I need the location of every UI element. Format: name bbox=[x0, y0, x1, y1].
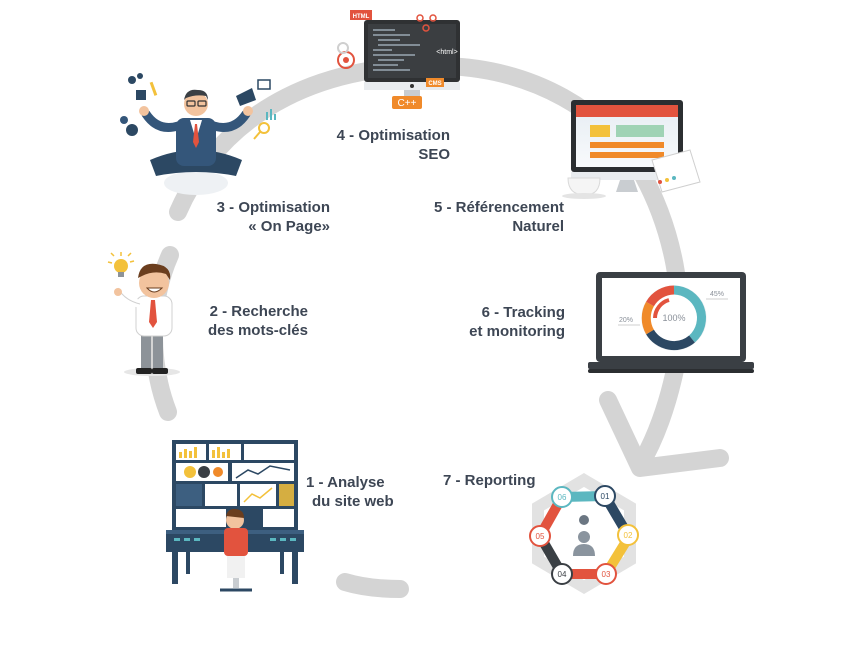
step-4-line2: SEO bbox=[418, 146, 450, 163]
step-2-label: 2 - Recherche des mots-clés bbox=[186, 302, 308, 340]
cycle-node-03-label: 03 bbox=[602, 570, 611, 579]
step-4-line1: 4 - Optimisation bbox=[336, 127, 450, 144]
donut-left-value: 20% bbox=[619, 317, 633, 324]
step-6-line1: 6 - Tracking bbox=[481, 304, 565, 321]
step-3-line1: 3 - Optimisation bbox=[216, 199, 330, 216]
cycle-node-02 bbox=[617, 524, 639, 546]
cycle-node-05-label: 05 bbox=[536, 532, 545, 541]
step-5-line1: 5 - Référencement bbox=[433, 199, 564, 216]
desktop-website-illustration bbox=[562, 100, 701, 199]
tracking-donut-chart bbox=[641, 285, 707, 351]
step-3-label: 3 - Optimisation « On Page» bbox=[196, 198, 330, 236]
cms-tag: CMS bbox=[428, 81, 441, 87]
meditating-businessman-illustration bbox=[120, 73, 276, 195]
cpp-tag: C++ bbox=[398, 98, 417, 109]
step-4-label: 4 - Optimisation SEO bbox=[318, 126, 450, 164]
step-6-line2: et monitoring bbox=[469, 323, 565, 340]
cycle-node-06-label: 06 bbox=[558, 493, 567, 502]
reporting-cycle-illustration: 01 02 03 04 05 06 bbox=[529, 473, 639, 594]
step-2-line1: 2 - Recherche bbox=[209, 303, 308, 320]
code-monitor-illustration: HTML <html> CMS C++ bbox=[337, 10, 460, 109]
step-5-label: 5 - Référencement Naturel bbox=[412, 198, 564, 236]
step-7-label: 7 - Reporting bbox=[443, 471, 536, 490]
step-1-line2: du site web bbox=[312, 493, 394, 510]
step-2-line2: des mots-clés bbox=[207, 322, 308, 339]
cycle-node-04-label: 04 bbox=[558, 570, 567, 579]
cycle-node-04 bbox=[551, 563, 573, 585]
ring-arc-bottom bbox=[336, 573, 409, 598]
cycle-node-03 bbox=[595, 563, 617, 585]
analyst-dashboard-illustration bbox=[166, 440, 304, 592]
step-5-line2: Naturel bbox=[512, 218, 564, 235]
html-code-tag: <html> bbox=[436, 49, 457, 56]
cycle-node-05 bbox=[529, 525, 551, 547]
donut-center-value: 100% bbox=[662, 313, 685, 323]
step-6-label: 6 - Tracking et monitoring bbox=[446, 303, 565, 341]
step-1-label: 1 - Analyse du site web bbox=[306, 473, 394, 511]
cycle-node-01-label: 01 bbox=[601, 492, 610, 501]
cycle-node-06 bbox=[551, 486, 573, 508]
laptop-tracking-illustration: 100% 20% 45% bbox=[588, 272, 754, 373]
cycle-node-02-label: 02 bbox=[624, 531, 633, 540]
step-3-line2: « On Page» bbox=[248, 218, 330, 235]
ring-arrowhead bbox=[599, 391, 729, 477]
html-tag: HTML bbox=[353, 14, 370, 20]
cycle-node-01 bbox=[594, 485, 616, 507]
donut-right-value: 45% bbox=[710, 291, 724, 298]
step-7-line1: 7 - Reporting bbox=[443, 472, 536, 489]
step-1-line1: 1 - Analyse bbox=[306, 474, 385, 491]
idea-man-illustration bbox=[107, 252, 180, 376]
user-icon bbox=[573, 515, 595, 556]
